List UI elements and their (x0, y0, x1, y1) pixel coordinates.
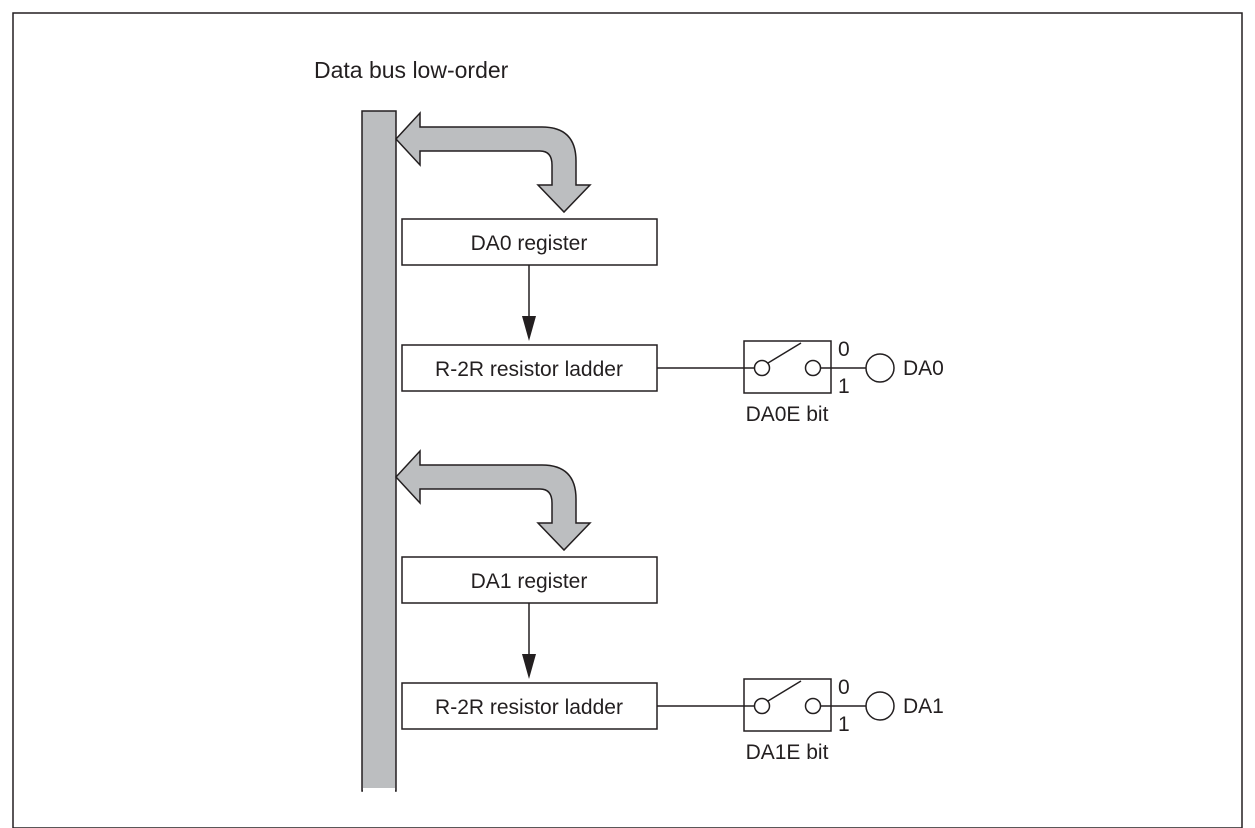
r2r-ladder-label-0: R-2R resistor ladder (435, 358, 623, 381)
switch-contact-left-0 (753, 359, 771, 377)
switch-state-0-label: 0 (838, 338, 850, 361)
switch-contact-right-0 (804, 359, 822, 377)
da1-output-label: DA1 (903, 695, 944, 718)
da1-register-label: DA1 register (471, 570, 588, 593)
arrowhead-0 (522, 316, 536, 341)
da1e-bit-label: DA1E bit (746, 741, 829, 764)
switch-state-0-label-1: 0 (838, 676, 850, 699)
data-bus-bar (361, 110, 397, 792)
channel-0: DA0 register R-2R resistor ladder 0 1 DA… (394, 111, 944, 426)
bus-arrow-0 (394, 111, 592, 214)
switch-state-1-label-1: 1 (838, 713, 850, 736)
da0-output-label: DA0 (903, 357, 944, 380)
switch-lever-0 (767, 342, 802, 364)
switch-state-1-label: 1 (838, 375, 850, 398)
da1-output-pin (865, 691, 895, 721)
switch-lever-1 (767, 680, 802, 702)
da0-output-pin (865, 353, 895, 383)
da1-register-box (401, 556, 658, 604)
bus-arrow-1 (394, 449, 592, 552)
switch-contact-right-1 (804, 697, 822, 715)
data-bus-title: Data bus low-order (314, 57, 509, 83)
r2r-ladder-label-1: R-2R resistor ladder (435, 696, 623, 719)
da0e-bit-label: DA0E bit (746, 403, 829, 426)
channel-1: DA1 register R-2R resistor ladder 0 1 DA… (394, 449, 944, 764)
switch-contact-left-1 (753, 697, 771, 715)
r2r-ladder-box-1 (401, 682, 658, 730)
da0-register-label: DA0 register (471, 232, 588, 255)
arrowhead-1 (522, 654, 536, 679)
